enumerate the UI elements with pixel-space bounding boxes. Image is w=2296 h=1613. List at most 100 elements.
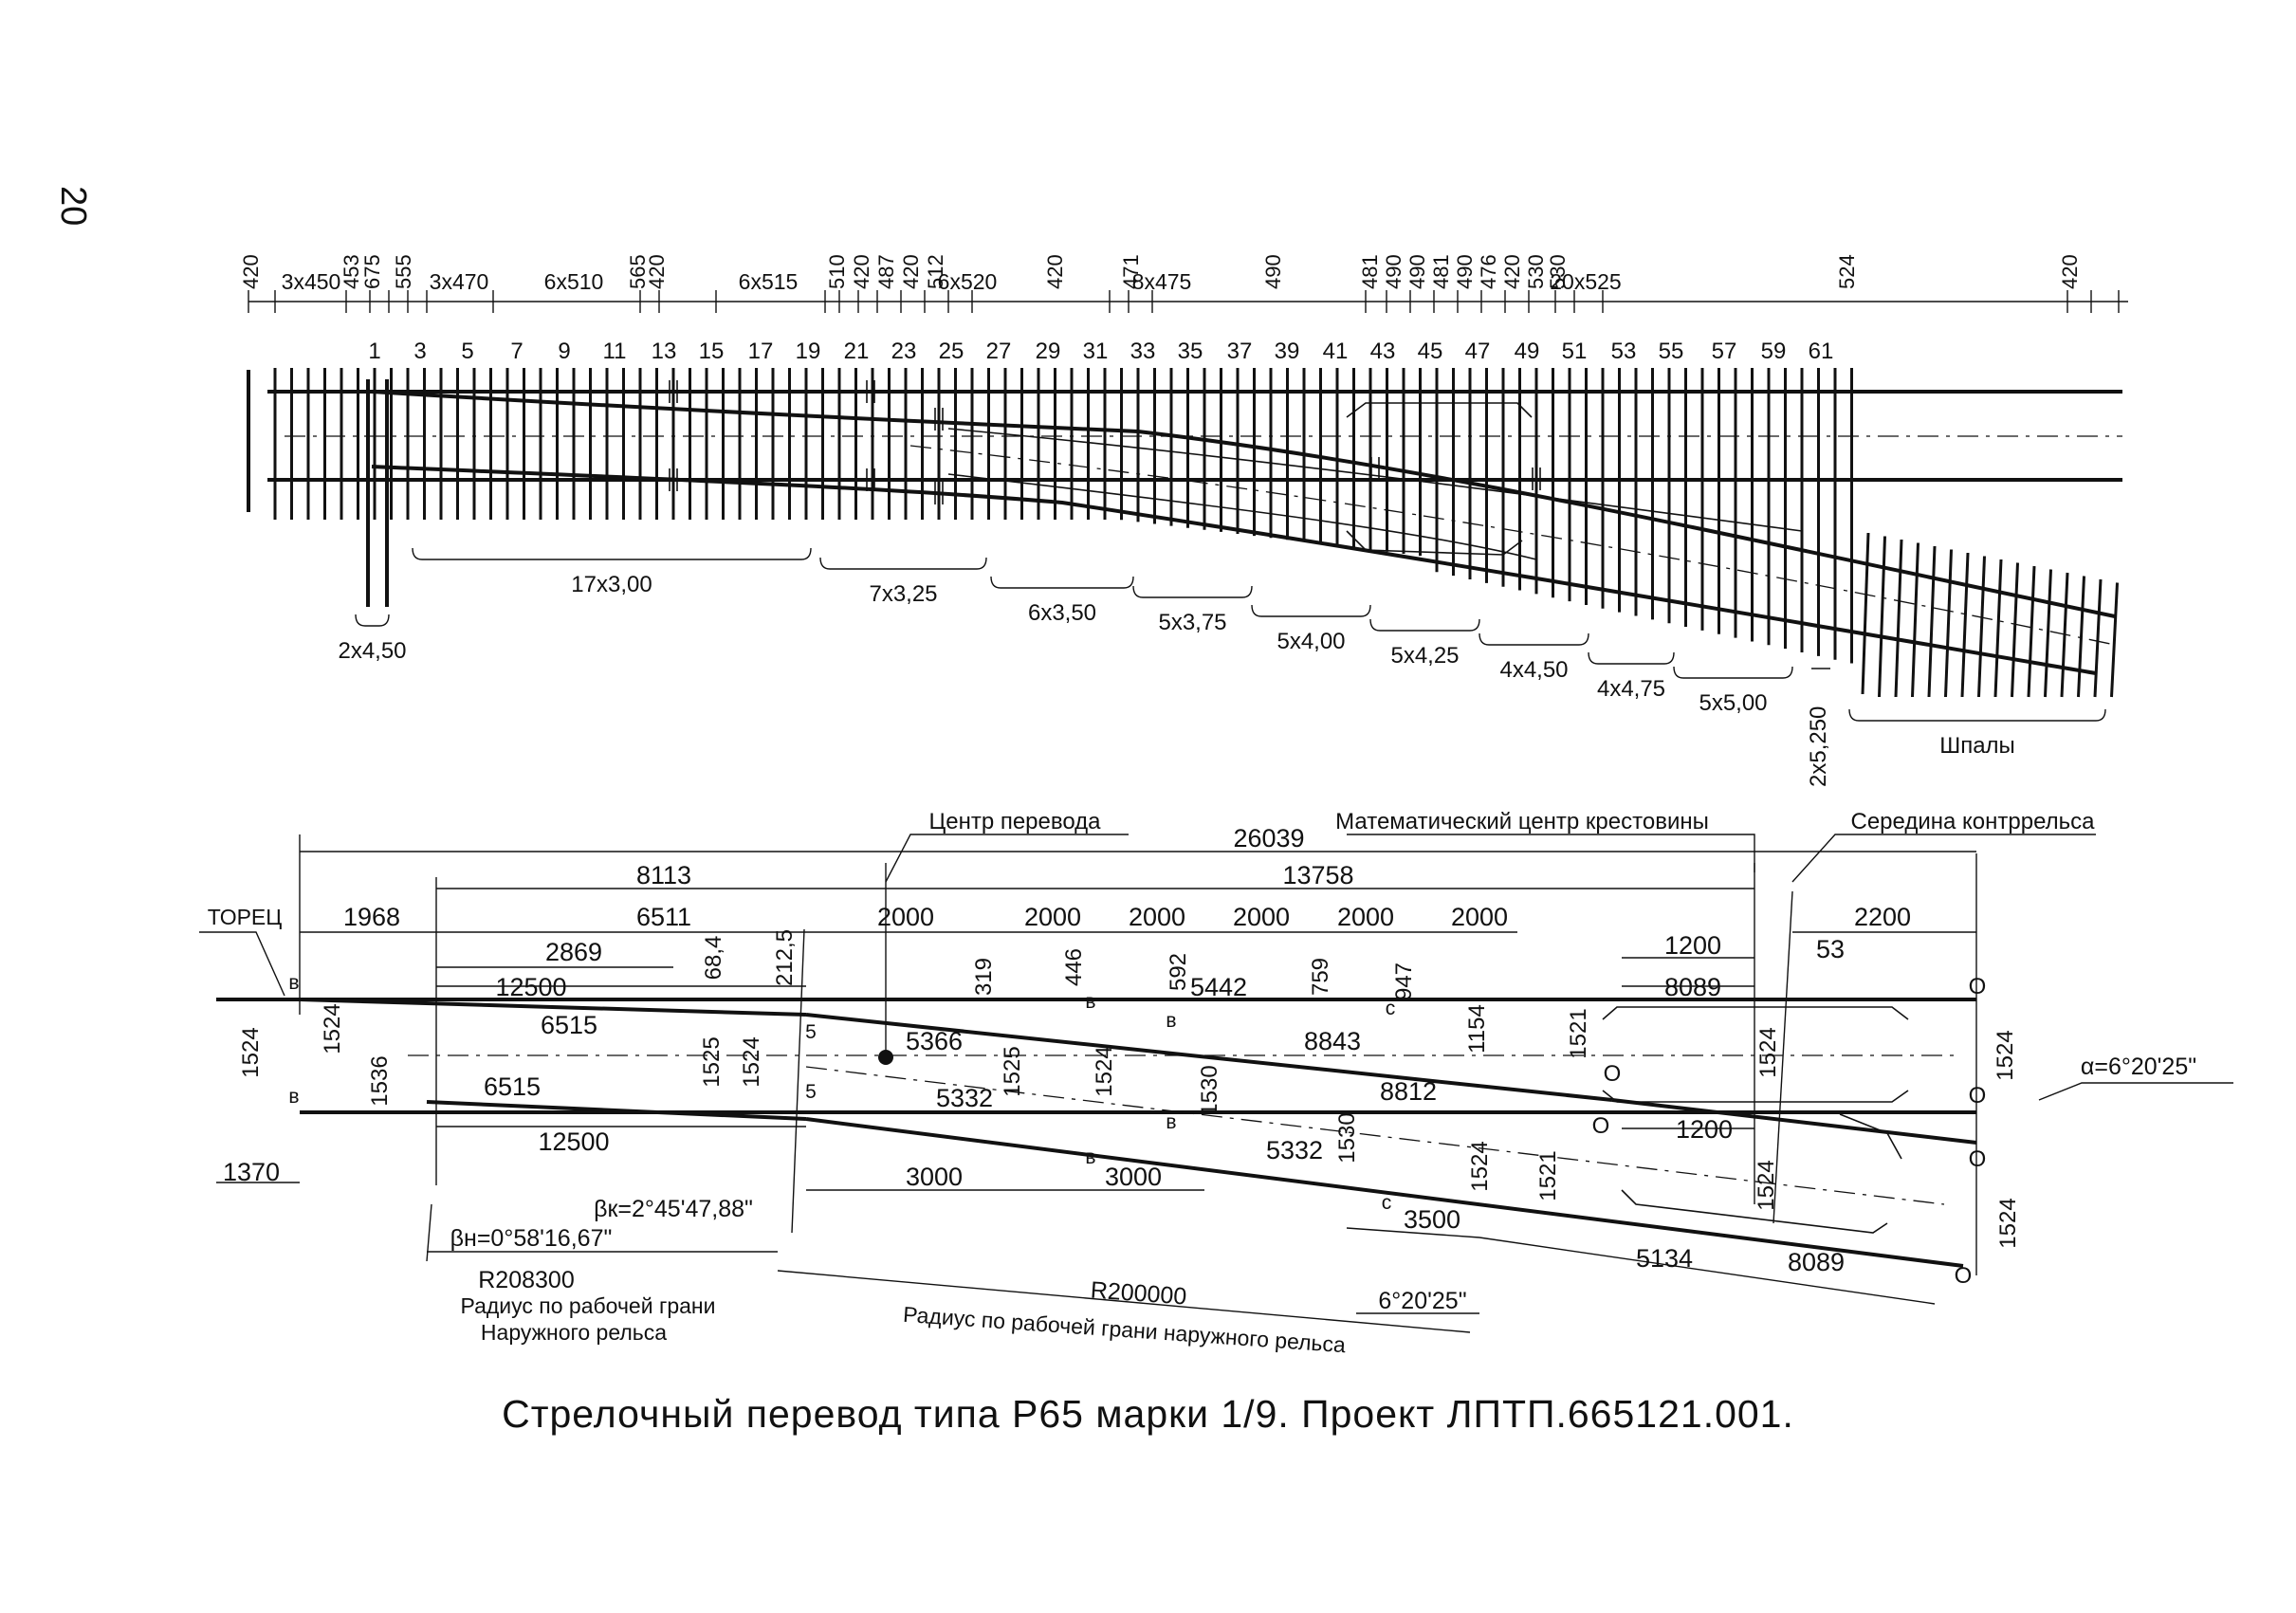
mark-v: в — [1085, 991, 1095, 1013]
dim-label: 2000 — [1129, 903, 1185, 931]
diverging-rail-2 — [371, 465, 2097, 675]
group-bracket — [1588, 651, 1675, 665]
top-dim-label: 420 — [1043, 254, 1067, 289]
dim-label: 6515 — [541, 1011, 597, 1039]
dim-label: 1536 — [367, 1055, 393, 1106]
group-bracket — [1673, 666, 1793, 679]
top-dim-label: 481 — [1429, 254, 1453, 289]
sleeper-group-label: 7x3,25 — [869, 581, 937, 607]
dim-label: 1200 — [1664, 931, 1721, 960]
tie-number: 11 — [603, 339, 627, 364]
tie-number: 19 — [796, 339, 821, 364]
top-dim-label: 510 — [825, 254, 849, 289]
dim-label: 13758 — [1282, 861, 1353, 889]
sleeper-group-label: 5x3,75 — [1158, 610, 1226, 635]
dim-label: 68,4 — [701, 936, 726, 981]
radius1-value: R208300 — [478, 1267, 574, 1293]
top-dim-label: 420 — [2058, 254, 2082, 289]
mark-v: в — [1166, 1010, 1176, 1032]
sleeper — [1861, 532, 1870, 695]
beta-n-label: βн=0°58'16,67" — [450, 1225, 613, 1252]
sleeper-group-label: Шпалы — [1939, 733, 2015, 759]
dim-label: 1530 — [1197, 1065, 1222, 1115]
mark-v: в — [1085, 1146, 1095, 1168]
dim-label: 1530 — [1334, 1112, 1360, 1163]
sleeper-group-label: 2x5,250 — [1806, 706, 1831, 787]
beta-k-label: βк=2°45'47,88" — [594, 1196, 753, 1222]
sleeper-group-label: 5x5,00 — [1699, 690, 1767, 716]
tie-number: 31 — [1083, 339, 1109, 364]
tie-number: 7 — [510, 339, 523, 364]
tie-number: 13 — [652, 339, 677, 364]
top-dim-label: 565 — [626, 254, 650, 289]
mark-v: в — [288, 1086, 299, 1108]
center-label: Центр перевода — [928, 809, 1101, 834]
top-dim-label: 490 — [1261, 254, 1285, 289]
tie-number: 39 — [1275, 339, 1300, 364]
dim-label: 2200 — [1854, 903, 1911, 931]
dim-label: 12500 — [495, 973, 566, 1001]
dim-label: 2000 — [1451, 903, 1508, 931]
sleeper-group-label: 5x4,25 — [1390, 643, 1459, 669]
group-bracket — [355, 614, 390, 627]
group-bracket — [412, 547, 812, 560]
dim-label: 1524 — [1754, 1160, 1779, 1210]
mark-c: с — [1382, 1192, 1392, 1214]
sleeper — [1878, 536, 1886, 698]
dim-label: 446 — [1061, 948, 1087, 986]
top-dim-label: 487 — [874, 254, 898, 289]
sleeper — [1927, 545, 1937, 698]
dim-label: 5332 — [1266, 1136, 1323, 1164]
top-dim-label: 476 — [1477, 254, 1500, 289]
top-dim-label: 3x450 — [282, 269, 341, 294]
math-center-label: Математический центр крестовины — [1335, 809, 1709, 834]
sleeper — [1977, 556, 1986, 698]
tie-number: 55 — [1659, 339, 1684, 364]
dim-label: 319 — [971, 958, 997, 996]
top-dim-label: 6x520 — [938, 269, 998, 294]
dim-label: 3000 — [1105, 1163, 1162, 1191]
dim-label: 1525 — [1000, 1046, 1025, 1096]
mark-o: О — [1592, 1113, 1610, 1139]
sleeper — [2110, 582, 2119, 698]
sleeper — [2044, 569, 2052, 698]
dim-label: 1524 — [238, 1027, 264, 1077]
sleeper-group-label: 5x4,00 — [1277, 629, 1345, 654]
dim-label: 6515 — [484, 1072, 541, 1101]
group-bracket — [819, 557, 987, 570]
tie-number: 27 — [986, 339, 1012, 364]
mark-o: О — [1969, 974, 1987, 999]
dim-label: 1524 — [1467, 1141, 1493, 1191]
sleeper — [2077, 576, 2085, 698]
dim-label: 8089 — [1788, 1248, 1845, 1276]
dim-label: 12500 — [538, 1127, 609, 1156]
dim-label: 2869 — [545, 938, 602, 966]
tie-number: 57 — [1712, 339, 1737, 364]
sleeper — [1911, 542, 1919, 698]
dim-label: 1154 — [1464, 1004, 1490, 1054]
tie-number: 59 — [1761, 339, 1787, 364]
top-dim-label: 530 — [1546, 254, 1570, 289]
top-dim-label: 420 — [850, 254, 873, 289]
dim-label: 5134 — [1636, 1244, 1693, 1273]
tie-number: 21 — [844, 339, 870, 364]
sleeper — [1993, 559, 2003, 698]
dim-label: 1968 — [343, 903, 400, 931]
dim-label: 592 — [1166, 953, 1191, 991]
group-bracket — [990, 576, 1134, 589]
top-dim-label: 481 — [1358, 254, 1382, 289]
diverging-rail-1 — [371, 390, 2116, 618]
top-dim-label: 8x475 — [1132, 269, 1192, 294]
mark-c: с — [1386, 998, 1396, 1019]
dim-label: 1524 — [1092, 1046, 1117, 1096]
tie-number: 5 — [461, 339, 473, 364]
tie-number: 25 — [939, 339, 964, 364]
sleeper — [2027, 565, 2036, 698]
tie-number: 33 — [1130, 339, 1156, 364]
dim-label: 6511 — [636, 903, 691, 931]
sleeper — [2011, 562, 2019, 698]
top-dim-label: 471 — [1119, 254, 1143, 289]
